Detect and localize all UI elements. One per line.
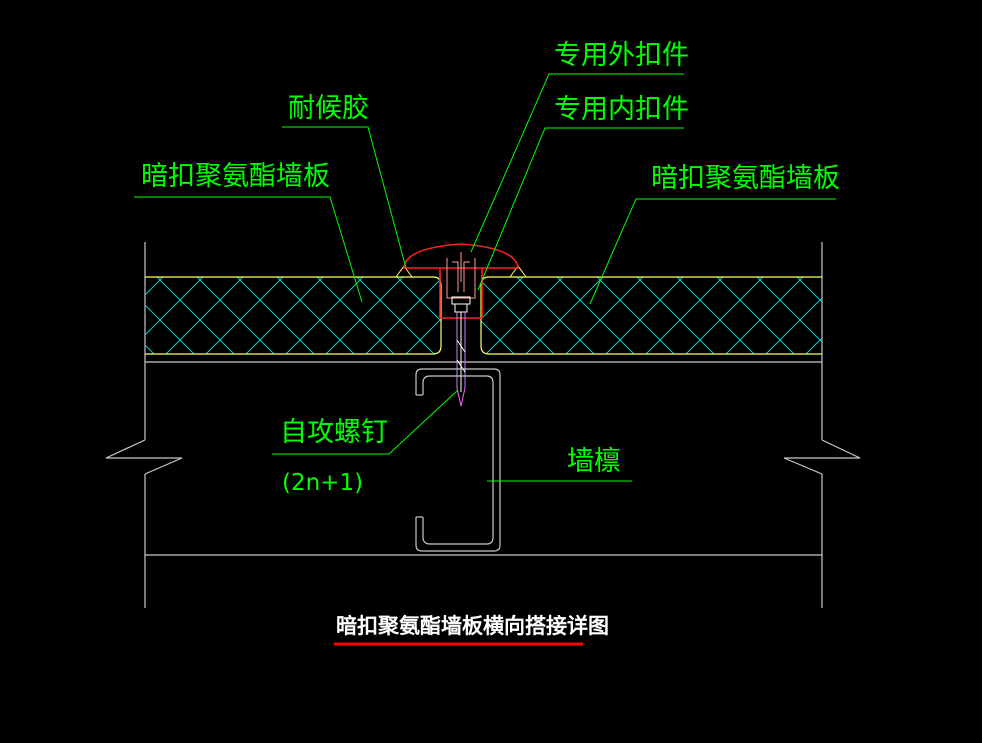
inner-clip xyxy=(446,252,476,299)
drawing-title: 暗扣聚氨酯墙板横向搭接详图 xyxy=(336,614,609,638)
label-outer-clip: 专用外扣件 xyxy=(554,40,689,71)
leader-panel-left xyxy=(134,196,363,303)
label-sealant: 耐候胶 xyxy=(288,93,369,124)
panel-right xyxy=(480,276,822,355)
leader-outer-clip xyxy=(470,73,684,253)
label-screw: 自攻螺钉 xyxy=(280,417,388,448)
leader-lines xyxy=(134,73,836,482)
label-panel-left: 暗扣聚氨酯墙板 xyxy=(141,161,330,192)
label-inner-clip: 专用内扣件 xyxy=(554,94,689,125)
leader-inner-clip xyxy=(477,127,684,291)
leader-sealant xyxy=(282,126,407,269)
c-purlin xyxy=(415,368,501,552)
structure-outline xyxy=(105,242,861,608)
panel-left xyxy=(145,276,442,355)
leader-panel-right xyxy=(589,198,836,305)
leader-screw xyxy=(272,389,459,455)
label-purlin: 墙檩 xyxy=(567,446,621,477)
self-tapping-screw xyxy=(451,296,471,407)
label-screw-count: (2n+1) xyxy=(282,470,363,496)
label-panel-right: 暗扣聚氨酯墙板 xyxy=(651,163,840,194)
